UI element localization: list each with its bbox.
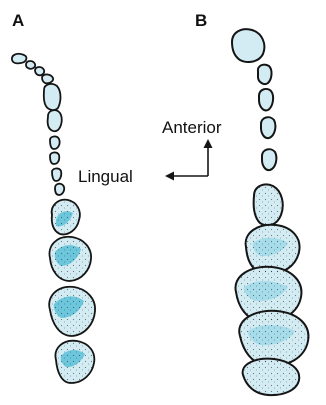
- tooth-a-2: [26, 61, 35, 69]
- tooth-a-1: [12, 54, 27, 64]
- tooth-a-3: [35, 67, 44, 75]
- tooth-a-9: [52, 168, 61, 181]
- tooth-b-5: [262, 149, 276, 170]
- tooth-b-4: [261, 117, 275, 138]
- tooth-a-14-texture: [55, 341, 94, 383]
- tooth-a-8: [50, 152, 59, 164]
- tooth-a-5: [44, 84, 61, 110]
- tooth-row-a-texture: [49, 200, 95, 383]
- tooth-b-1: [232, 29, 264, 62]
- tooth-a-7: [50, 136, 60, 149]
- tooth-b-3: [259, 89, 273, 110]
- tooth-a-10: [55, 184, 64, 195]
- lingual-arrow-head: [165, 172, 174, 181]
- orientation-arrows: [165, 139, 213, 181]
- tooth-a-6: [48, 110, 62, 131]
- tooth-b-2: [258, 65, 272, 84]
- tooth-a-4: [42, 74, 53, 83]
- tooth-a-11-texture: [52, 200, 80, 235]
- anterior-arrow-head: [204, 139, 213, 148]
